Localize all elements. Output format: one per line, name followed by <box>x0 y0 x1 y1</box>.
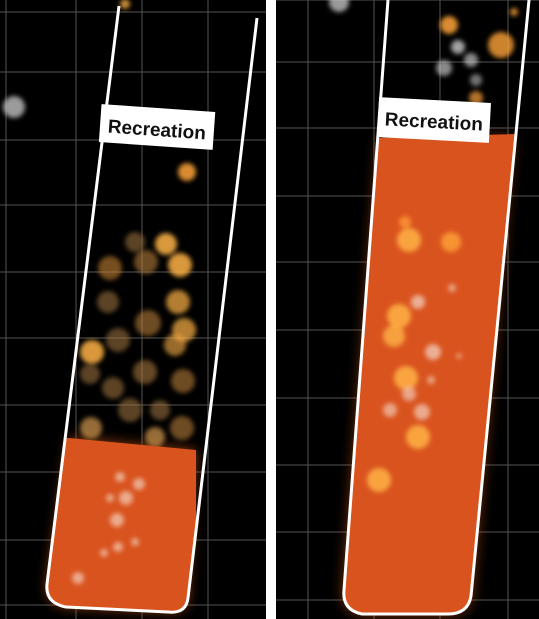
tube-label-text: Recreation <box>384 109 483 135</box>
tube-label: Recreation <box>377 97 491 143</box>
right-scene: Recreation <box>276 0 539 619</box>
left-panel: Recreation <box>0 0 266 619</box>
liquid-bubbles <box>367 216 462 492</box>
test-tube-outline <box>342 0 531 616</box>
panel-divider <box>266 0 276 619</box>
liquid <box>343 134 516 614</box>
left-scene: Recreation <box>0 0 266 619</box>
liquid <box>46 438 196 613</box>
floating-bubbles <box>329 0 518 105</box>
floating-bubble <box>3 96 25 118</box>
bubble-cloud <box>80 232 195 440</box>
floating-bubble <box>120 0 130 9</box>
right-panel: Recreation <box>276 0 539 619</box>
liquid-bubbles <box>72 472 145 584</box>
floating-bubble <box>178 163 196 181</box>
tube-label: Recreation <box>98 104 216 150</box>
test-tube-outline <box>45 5 259 614</box>
bright-bubbles <box>80 233 196 447</box>
